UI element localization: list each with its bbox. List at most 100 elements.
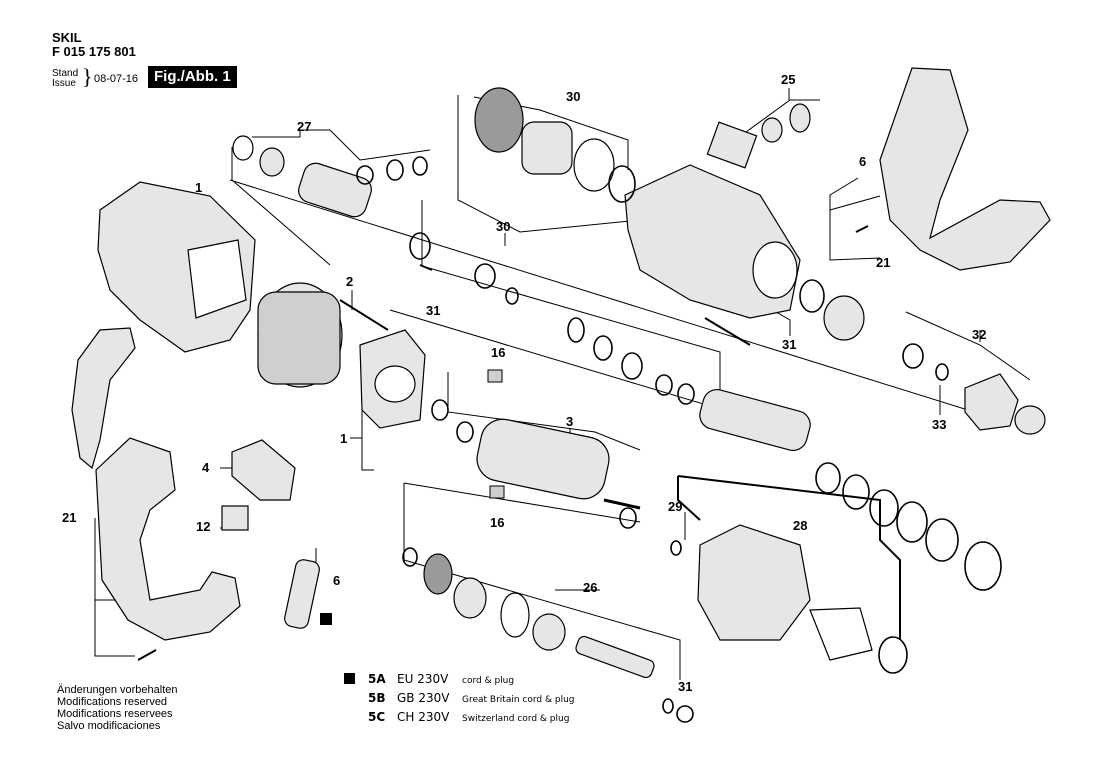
o-ring bbox=[842, 474, 870, 510]
gear-pinion bbox=[423, 553, 453, 595]
cord-sleeve bbox=[284, 559, 320, 629]
modifications-note: Änderungen vorbehalten Modifications res… bbox=[57, 684, 177, 732]
screw bbox=[339, 299, 389, 331]
variant-marker-square bbox=[320, 613, 332, 625]
callout-6: 6 bbox=[859, 154, 866, 169]
leader-line bbox=[829, 177, 881, 261]
brace-glyph: } bbox=[82, 64, 93, 89]
leader-line bbox=[734, 99, 820, 141]
armature-rotor bbox=[476, 418, 610, 500]
callout-16: 16 bbox=[491, 345, 505, 360]
callout-6: 6 bbox=[333, 573, 340, 588]
o-ring bbox=[964, 541, 1002, 591]
crown-gear bbox=[474, 87, 524, 153]
o-ring bbox=[593, 335, 613, 361]
o-ring bbox=[356, 165, 374, 185]
o-ring bbox=[412, 156, 428, 176]
o-ring bbox=[567, 317, 585, 343]
variant-voltage: EU 230V bbox=[397, 672, 449, 686]
o-ring bbox=[655, 374, 673, 396]
callout-16: 16 bbox=[490, 515, 504, 530]
sealing-ring bbox=[232, 135, 254, 161]
variant-description: Great Britain cord & plug bbox=[462, 695, 575, 705]
part-number: F 015 175 801 bbox=[52, 44, 136, 59]
modifications-line: Modifications reserved bbox=[57, 696, 168, 708]
suppressor-capacitor bbox=[221, 505, 249, 531]
o-ring bbox=[474, 263, 496, 289]
carbon-brush bbox=[489, 485, 505, 499]
modifications-line: Änderungen vorbehalten bbox=[57, 684, 178, 696]
brand-name: SKIL bbox=[52, 30, 82, 45]
variant-code: 5A bbox=[368, 672, 386, 686]
leader-line bbox=[905, 311, 1031, 381]
retaining-washer bbox=[789, 103, 811, 133]
callout-30: 30 bbox=[496, 219, 510, 234]
clutch-sleeve bbox=[823, 295, 865, 341]
figure-label: Fig./Abb. 1 bbox=[148, 66, 237, 88]
variant-voltage: CH 230V bbox=[397, 710, 450, 724]
callout-12: 12 bbox=[196, 519, 210, 534]
leader-line bbox=[231, 147, 331, 266]
o-ring bbox=[878, 636, 908, 674]
callout-21: 21 bbox=[62, 510, 76, 525]
o-ring bbox=[409, 232, 431, 260]
o-ring bbox=[925, 518, 959, 562]
o-ring bbox=[896, 501, 928, 543]
o-ring bbox=[619, 507, 637, 529]
callout-1: 1 bbox=[195, 180, 202, 195]
o-ring bbox=[902, 343, 924, 369]
o-ring bbox=[869, 489, 899, 527]
stand-issue-label: Stand Issue bbox=[52, 69, 78, 89]
o-ring bbox=[456, 421, 474, 443]
callout-4: 4 bbox=[202, 460, 210, 475]
stand-label: Stand bbox=[52, 68, 79, 79]
leader-line bbox=[403, 483, 681, 680]
housing-opening bbox=[187, 239, 247, 319]
brush-plate-hole bbox=[374, 365, 416, 403]
locking-plate bbox=[706, 121, 758, 169]
o-ring bbox=[402, 547, 418, 567]
housing-gasket bbox=[809, 607, 873, 661]
clutch-spring bbox=[573, 138, 615, 192]
gear-housing bbox=[697, 524, 811, 641]
callout-21: 21 bbox=[876, 255, 890, 270]
screw bbox=[419, 264, 433, 271]
leader-line bbox=[677, 475, 901, 640]
switch bbox=[231, 439, 296, 501]
cover-bore bbox=[752, 241, 798, 299]
variant-marker-square bbox=[344, 673, 355, 684]
callout-25: 25 bbox=[781, 72, 795, 87]
callout-33: 33 bbox=[932, 417, 946, 432]
o-ring bbox=[799, 279, 825, 313]
o-ring bbox=[505, 287, 519, 305]
screw bbox=[704, 317, 751, 346]
leader-line bbox=[252, 129, 431, 161]
callout-1: 1 bbox=[340, 431, 347, 446]
variant-voltage: GB 230V bbox=[397, 691, 450, 705]
drive-shaft bbox=[575, 635, 655, 679]
leader-line bbox=[447, 372, 641, 451]
handle-housing-left bbox=[95, 437, 241, 641]
o-ring bbox=[815, 462, 841, 494]
issue-date: 08-07-16 bbox=[94, 73, 139, 85]
leader-line bbox=[94, 518, 135, 657]
o-ring bbox=[662, 698, 674, 714]
armature-shaft bbox=[603, 498, 641, 510]
o-ring bbox=[621, 352, 643, 380]
handle-housing-right bbox=[879, 67, 1051, 271]
needle-bearing bbox=[532, 613, 566, 651]
spring bbox=[500, 592, 530, 638]
callout-29: 29 bbox=[668, 499, 682, 514]
callout-30: 30 bbox=[566, 89, 580, 104]
leader-line bbox=[829, 195, 881, 211]
leader-line bbox=[457, 95, 641, 233]
bearing-bushing bbox=[761, 117, 783, 143]
callout-31: 31 bbox=[426, 303, 440, 318]
callout-31: 31 bbox=[678, 679, 692, 694]
callout-27: 27 bbox=[297, 119, 311, 134]
o-ring bbox=[935, 363, 949, 381]
callout-26: 26 bbox=[583, 580, 597, 595]
intermediate-gear bbox=[453, 577, 487, 619]
leader-line bbox=[403, 482, 641, 523]
